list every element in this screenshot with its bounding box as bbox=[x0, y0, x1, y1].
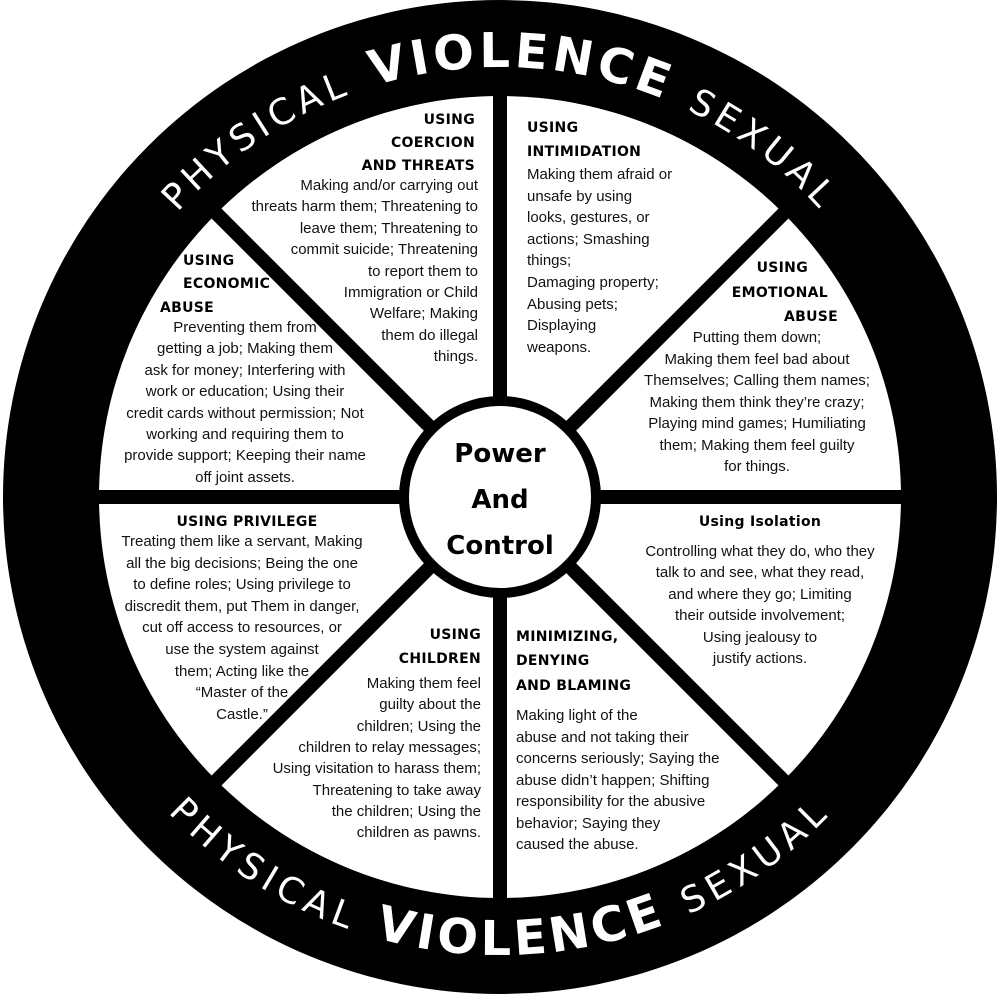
coercion-body-line: commit suicide; Threatening bbox=[290, 241, 478, 259]
coercion-body-line: Making and/or carrying out bbox=[300, 177, 478, 194]
children-body-line: children as pawns. bbox=[356, 824, 481, 842]
intimidation-body-line: unsafe by using bbox=[527, 187, 633, 205]
privilege-heading: USING PRIVILEGE bbox=[176, 514, 318, 530]
privilege-body-line: Castle.” bbox=[216, 705, 268, 723]
coercion-body-line: things. bbox=[433, 348, 478, 366]
coercion-body-line: to report them to bbox=[367, 262, 478, 280]
emotional-body-line: Making them feel bad about bbox=[664, 350, 850, 368]
children-body-line: Making them feel bbox=[366, 675, 481, 692]
privilege-body-line: cut off access to resources, or bbox=[142, 619, 342, 637]
center-hub bbox=[399, 396, 601, 598]
economic-body-line: provide support; Keeping their name bbox=[124, 447, 366, 465]
intimidation-heading: INTIMIDATION bbox=[527, 144, 642, 160]
center-label: Power And Control bbox=[405, 431, 595, 569]
minimizing-body-line: abuse and not taking their bbox=[516, 728, 689, 746]
intimidation-body-line: Displaying bbox=[527, 317, 597, 335]
minimizing-heading: MINIMIZING, bbox=[516, 629, 619, 645]
coercion-heading: USING bbox=[423, 112, 475, 128]
minimizing-body-line: responsibility for the abusive bbox=[516, 793, 706, 810]
privilege-body-line: Treating them like a servant, Making bbox=[121, 533, 363, 550]
economic-body-line: work or education; Using their bbox=[145, 383, 345, 401]
economic-body-line: ask for money; Interfering with bbox=[144, 361, 346, 379]
coercion-body-line: them do illegal bbox=[381, 326, 478, 344]
intimidation-body-line: Damaging property; bbox=[527, 274, 659, 291]
emotional-body-line: for things. bbox=[724, 458, 790, 475]
intimidation-body-line: Making them afraid or bbox=[527, 166, 673, 183]
minimizing-body-line: abuse didn’t happen; Shifting bbox=[516, 771, 710, 789]
emotional-body-line: Themselves; Calling them names; bbox=[644, 372, 870, 389]
privilege-body-line: discredit them, put Them in danger, bbox=[124, 597, 360, 615]
emotional-heading: EMOTIONAL bbox=[731, 285, 828, 301]
children-body-line: children; Using the bbox=[356, 717, 481, 735]
intimidation-body-line: actions; Smashing bbox=[527, 230, 650, 248]
coercion-body-line: threats harm them; Threatening to bbox=[251, 198, 478, 216]
children-body-line: Threatening to take away bbox=[312, 781, 481, 799]
children-heading: USING bbox=[429, 627, 481, 643]
isolation-heading: Using Isolation bbox=[698, 514, 822, 530]
coercion-body-line: Welfare; Making bbox=[369, 305, 478, 323]
isolation-body-line: Using jealousy to bbox=[702, 628, 818, 646]
coercion-heading: AND THREATS bbox=[361, 158, 475, 174]
privilege-body-line: them; Acting like the bbox=[174, 662, 310, 680]
coercion-body-line: Immigration or Child bbox=[343, 284, 478, 301]
intimidation-body-line: looks, gestures, or bbox=[527, 209, 650, 227]
children-body-line: children to relay messages; bbox=[298, 738, 481, 756]
isolation-body-line: and where they go; Limiting bbox=[668, 585, 852, 603]
emotional-body-line: Playing mind games; Humiliating bbox=[648, 415, 866, 432]
children-body-line: guilty about the bbox=[379, 696, 481, 714]
minimizing-body-line: caused the abuse. bbox=[516, 836, 639, 853]
isolation-body-line: talk to and see, what they read, bbox=[655, 564, 865, 582]
intimidation-heading: USING bbox=[527, 120, 579, 136]
economic-heading: USING bbox=[183, 253, 235, 269]
emotional-body-line: Making them think they’re crazy; bbox=[649, 393, 865, 411]
minimizing-body-line: behavior; Saying they bbox=[516, 814, 661, 832]
coercion-body-line: leave them; Threatening to bbox=[299, 219, 478, 237]
privilege-body-line: to define roles; Using privilege to bbox=[133, 576, 351, 594]
privilege-body-line: “Master of the bbox=[195, 684, 289, 702]
center-line: Control bbox=[446, 531, 554, 561]
economic-heading: ECONOMIC bbox=[183, 276, 271, 292]
isolation-body-line: their outside involvement; bbox=[674, 607, 846, 625]
economic-body-line: off joint assets. bbox=[195, 468, 295, 486]
intimidation-body-line: weapons. bbox=[527, 338, 592, 356]
economic-body-line: credit cards without permission; Not bbox=[126, 404, 364, 422]
minimizing-heading: AND BLAMING bbox=[516, 678, 632, 694]
economic-body-line: working and requiring them to bbox=[146, 426, 344, 443]
isolation-body-line: justify actions. bbox=[712, 650, 808, 667]
children-heading: CHILDREN bbox=[398, 651, 481, 667]
economic-body-line: getting a job; Making them bbox=[157, 340, 333, 358]
minimizing-body-line: Making light of the bbox=[516, 707, 638, 724]
coercion-heading: COERCION bbox=[390, 135, 475, 151]
minimizing-body-line: concerns seriously; Saying the bbox=[516, 750, 720, 767]
intimidation-body-line: things; bbox=[527, 252, 572, 270]
emotional-heading: USING bbox=[756, 260, 808, 276]
intimidation-body-line: Abusing pets; bbox=[527, 295, 618, 313]
emotional-heading: ABUSE bbox=[783, 309, 838, 325]
children-body-line: the children; Using the bbox=[331, 802, 481, 820]
emotional-body-line: them; Making them feel guilty bbox=[659, 436, 855, 454]
privilege-body-line: all the big decisions; Being the one bbox=[126, 554, 358, 572]
center-line: And bbox=[471, 485, 529, 515]
privilege-body-line: use the system against bbox=[165, 641, 319, 658]
economic-body-line: Preventing them from bbox=[173, 319, 317, 336]
children-body-line: Using visitation to harass them; bbox=[272, 760, 481, 778]
minimizing-heading: DENYING bbox=[516, 653, 590, 669]
emotional-body-line: Putting them down; bbox=[692, 329, 822, 346]
economic-heading: ABUSE bbox=[160, 300, 215, 316]
isolation-body-line: Controlling what they do, who they bbox=[645, 543, 875, 560]
center-line: Power bbox=[454, 439, 546, 469]
